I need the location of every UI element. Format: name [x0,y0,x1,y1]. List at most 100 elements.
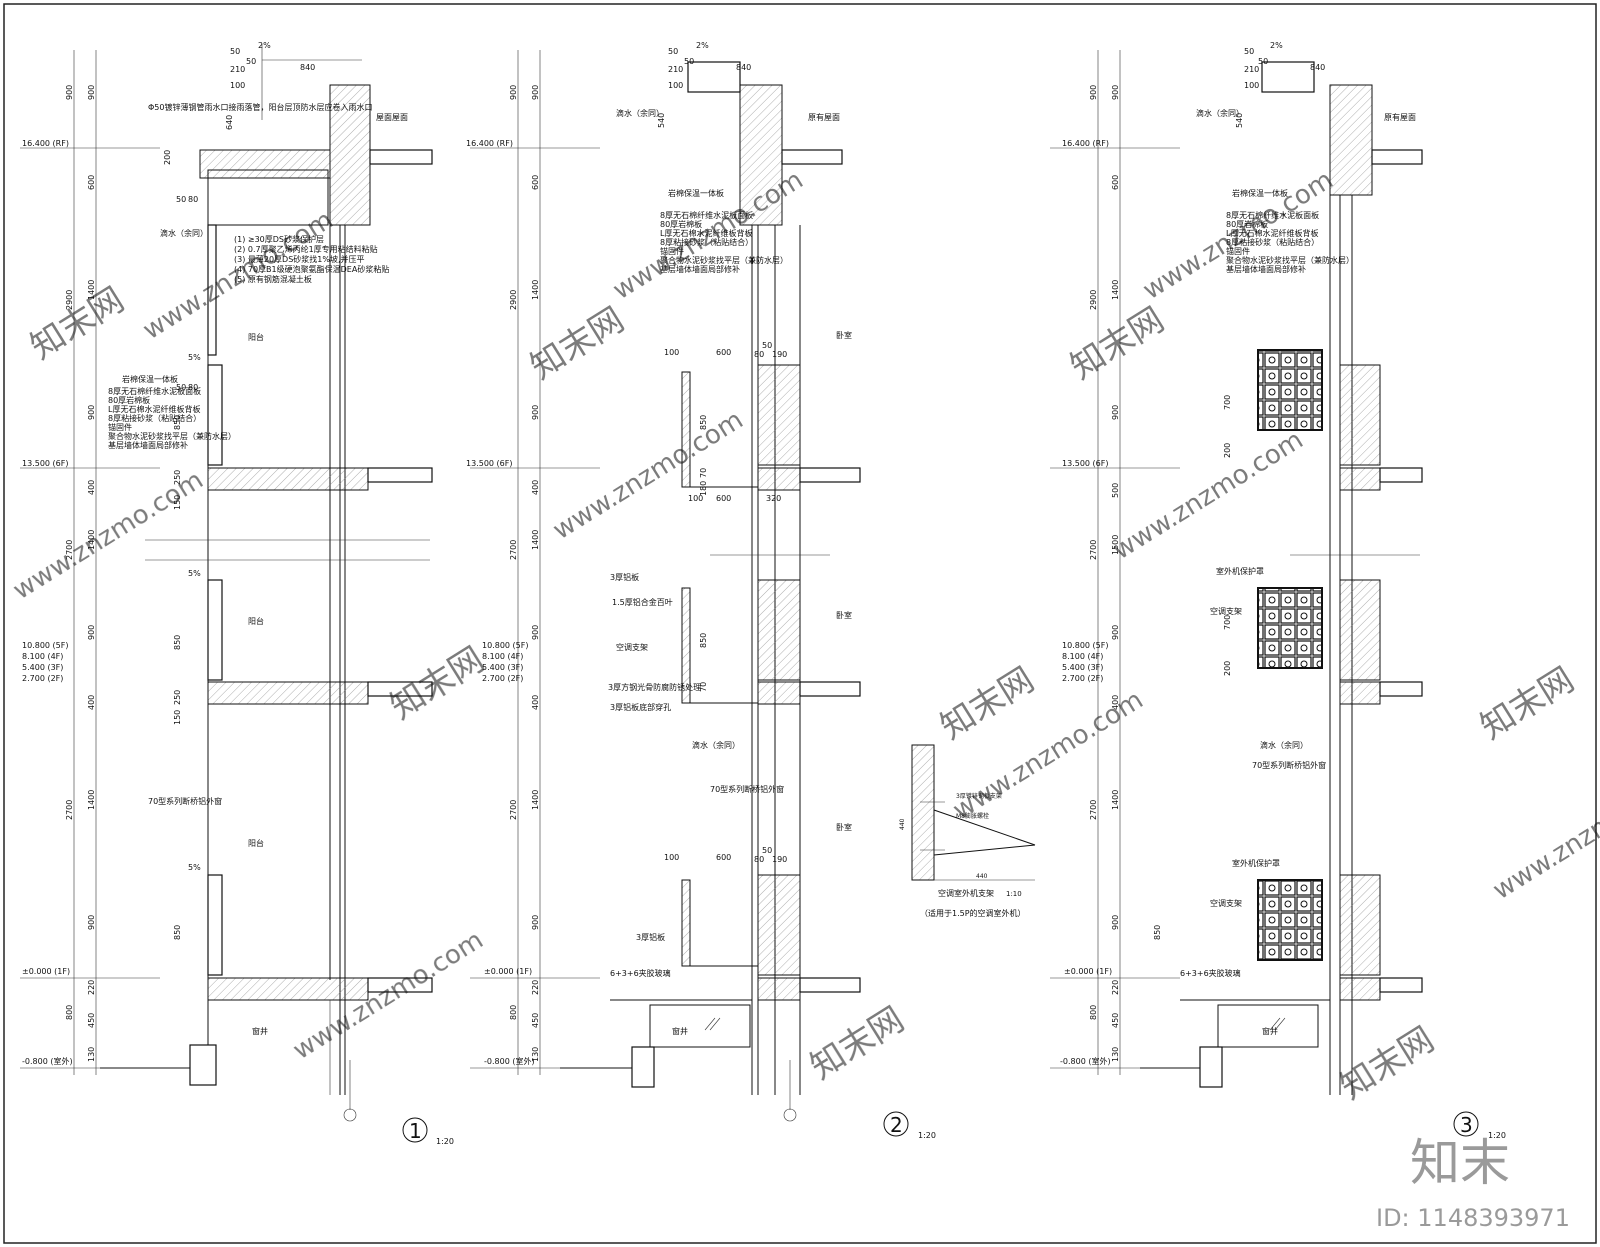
svg-text:80厚岩棉板: 80厚岩棉板 [1226,219,1268,229]
svg-text:400: 400 [531,695,540,710]
svg-text:900: 900 [65,85,74,100]
svg-text:空调支架: 空调支架 [1210,606,1242,616]
svg-text:900: 900 [531,625,540,640]
svg-text:2700: 2700 [65,800,74,820]
bracket-detail [911,744,1036,881]
svg-text:2900: 2900 [1089,290,1098,310]
elev-1f: ±0.000 (1F) [22,967,70,976]
svg-text:900: 900 [1111,405,1120,420]
svg-text:800: 800 [1089,1005,1098,1020]
elev-2f: 2.700 (2F) [22,674,63,683]
svg-text:600: 600 [716,853,731,862]
svg-text:600: 600 [531,175,540,190]
svg-text:440: 440 [976,873,988,880]
svg-text:8厚无石棉纤维水泥板面板: 8厚无石棉纤维水泥板面板 [108,386,201,396]
svg-text:13.500 (6F): 13.500 (6F) [1062,459,1108,468]
svg-text:210: 210 [230,65,245,74]
svg-text:8厚无石棉纤维水泥板面板: 8厚无石棉纤维水泥板面板 [660,210,753,220]
section-2-text: 16.400 (RF) 13.500 (6F) 10.800 (5F) 8.10… [466,41,936,1140]
svg-text:1400: 1400 [87,280,96,300]
svg-text:3厚铝板: 3厚铝板 [610,572,639,582]
svg-text:80: 80 [188,383,198,392]
svg-text:5%: 5% [188,569,201,578]
svg-text:840: 840 [1310,63,1325,72]
svg-text:130: 130 [1111,1047,1120,1062]
svg-text:50: 50 [762,341,772,350]
svg-text:阳台: 阳台 [248,616,264,626]
svg-text:1:20: 1:20 [1488,1131,1506,1140]
svg-text:100: 100 [688,494,703,503]
image-id: ID: 1148393971 [1376,1204,1570,1232]
svg-text:岩棉保温一体板: 岩棉保温一体板 [122,374,178,384]
svg-text:1:10: 1:10 [1006,890,1022,898]
svg-text:540: 540 [657,113,666,128]
svg-text:空调支架: 空调支架 [616,642,648,652]
svg-text:1: 1 [409,1119,422,1143]
svg-text:（适用于1.5P的空调室外机）: （适用于1.5P的空调室外机） [920,908,1026,918]
svg-text:1400: 1400 [531,790,540,810]
svg-text:8厚粘接砂浆（粘贴结合）: 8厚粘接砂浆（粘贴结合） [660,237,753,247]
frame [3,3,1597,1244]
svg-text:-0.800 (室外): -0.800 (室外) [484,1056,535,1066]
svg-text:500: 500 [1111,483,1120,498]
svg-text:屋面屋面: 屋面屋面 [376,113,408,122]
bracket-detail-text: 3厚镀锌钢板支架 M8膨胀螺栓 440 440 空调室外机支架 1:10 （适用… [899,792,1026,918]
svg-text:900: 900 [1111,915,1120,930]
svg-text:80: 80 [188,195,198,204]
svg-text:450: 450 [1111,1013,1120,1028]
svg-text:8厚无石棉纤维水泥板面板: 8厚无石棉纤维水泥板面板 [1226,210,1319,220]
svg-text:16.400 (RF): 16.400 (RF) [1062,139,1109,148]
svg-text:100: 100 [230,81,245,90]
svg-text:10.800 (5F): 10.800 (5F) [1062,641,1108,650]
svg-text:840: 840 [300,63,315,72]
svg-text:滴水（余同）: 滴水（余同） [616,108,664,118]
svg-text:190: 190 [772,350,787,359]
svg-text:900: 900 [531,85,540,100]
svg-text:1400: 1400 [1111,280,1120,300]
elev-outdoor: -0.800 (室外) [22,1056,73,1066]
svg-text:850: 850 [699,633,708,648]
svg-text:400: 400 [87,480,96,495]
svg-text:8.100 (4F): 8.100 (4F) [482,652,523,661]
section-1-text: 16.400 (RF) 13.500 (6F) 10.800 (5F) 8.10… [22,41,454,1146]
svg-text:基层墙体墙面局部修补: 基层墙体墙面局部修补 [660,264,740,274]
ac-louver-3 [681,879,691,967]
section-2 [470,50,861,1122]
svg-text:600: 600 [1111,175,1120,190]
roof-layer-3: (3) 最薄20厚DS砂浆找1%坡,并压平 [234,254,365,264]
svg-text:800: 800 [509,1005,518,1020]
svg-text:100: 100 [668,81,683,90]
svg-text:700: 700 [1223,395,1232,410]
roof-parapet [329,84,371,226]
svg-text:窗井: 窗井 [672,1026,688,1036]
svg-text:210: 210 [668,65,683,74]
svg-text:3厚方钢光骨防腐防锈处理: 3厚方钢光骨防腐防锈处理 [608,682,701,692]
svg-text:卧室: 卧室 [836,330,852,340]
svg-text:900: 900 [87,915,96,930]
svg-text:70型系列断桥铝外窗: 70型系列断桥铝外窗 [1252,760,1326,770]
svg-text:250: 250 [173,470,182,485]
svg-text:200: 200 [1223,661,1232,676]
svg-text:知末网: 知末网 [384,640,492,728]
ac-cover-1 [1257,349,1323,431]
svg-text:2700: 2700 [509,800,518,820]
svg-text:滴水（余同）: 滴水（余同） [692,740,740,750]
svg-text:450: 450 [531,1013,540,1028]
svg-text:900: 900 [1111,85,1120,100]
svg-text:3厚铝板: 3厚铝板 [636,932,665,942]
svg-text:2%: 2% [696,41,709,50]
elev-6f: 13.500 (6F) [22,459,68,468]
ac-cover-2 [1257,587,1323,669]
svg-text:6+3+6夹胶玻璃: 6+3+6夹胶玻璃 [610,968,671,978]
svg-text:80: 80 [754,350,764,359]
svg-text:220: 220 [1111,980,1120,995]
svg-text:2%: 2% [258,41,271,50]
svg-text:2700: 2700 [509,540,518,560]
svg-text:空调室外机支架: 空调室外机支架 [938,888,994,898]
svg-text:50: 50 [246,57,256,66]
svg-text:3: 3 [1460,1113,1473,1137]
svg-text:900: 900 [531,405,540,420]
svg-text:5%: 5% [188,353,201,362]
svg-text:50: 50 [176,383,186,392]
svg-text:900: 900 [87,625,96,640]
